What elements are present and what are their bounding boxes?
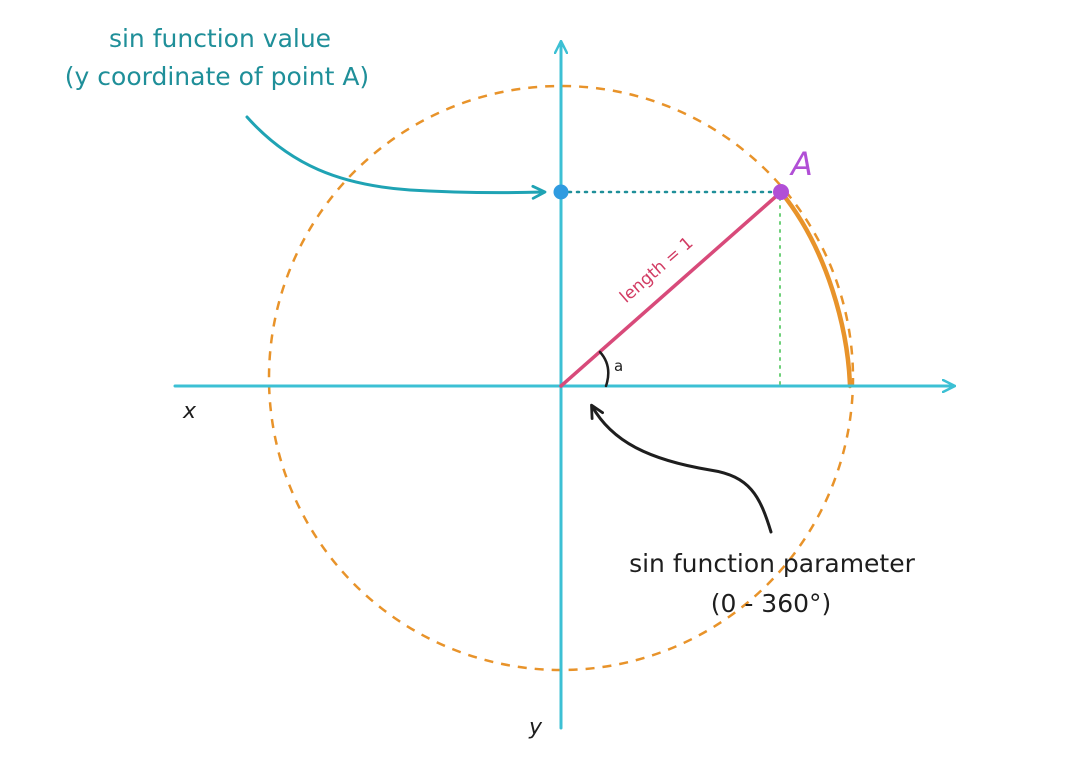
angle-arc <box>778 189 853 389</box>
unit-circle <box>267 84 855 672</box>
point-a-label: A <box>789 145 813 183</box>
sin-value-label-line1: sin function value <box>109 24 331 53</box>
point-a <box>773 184 789 200</box>
angle-mark <box>598 350 610 388</box>
sin-value-arrow <box>245 115 547 200</box>
radius-length-label: length = 1 <box>616 233 697 307</box>
sin-parameter-label-line1: sin function parameter <box>629 549 916 578</box>
sin-parameter-label-line2: (0 - 360°) <box>711 589 832 618</box>
x-axis-label: x <box>182 399 197 424</box>
angle-label: a <box>614 357 623 375</box>
sin-parameter-arrow <box>590 403 773 534</box>
sin-value-label-line2: (y coordinate of point A) <box>65 62 369 91</box>
radius-segment <box>559 190 783 388</box>
y-axis-label: y <box>528 715 543 740</box>
projection-point <box>553 184 569 200</box>
